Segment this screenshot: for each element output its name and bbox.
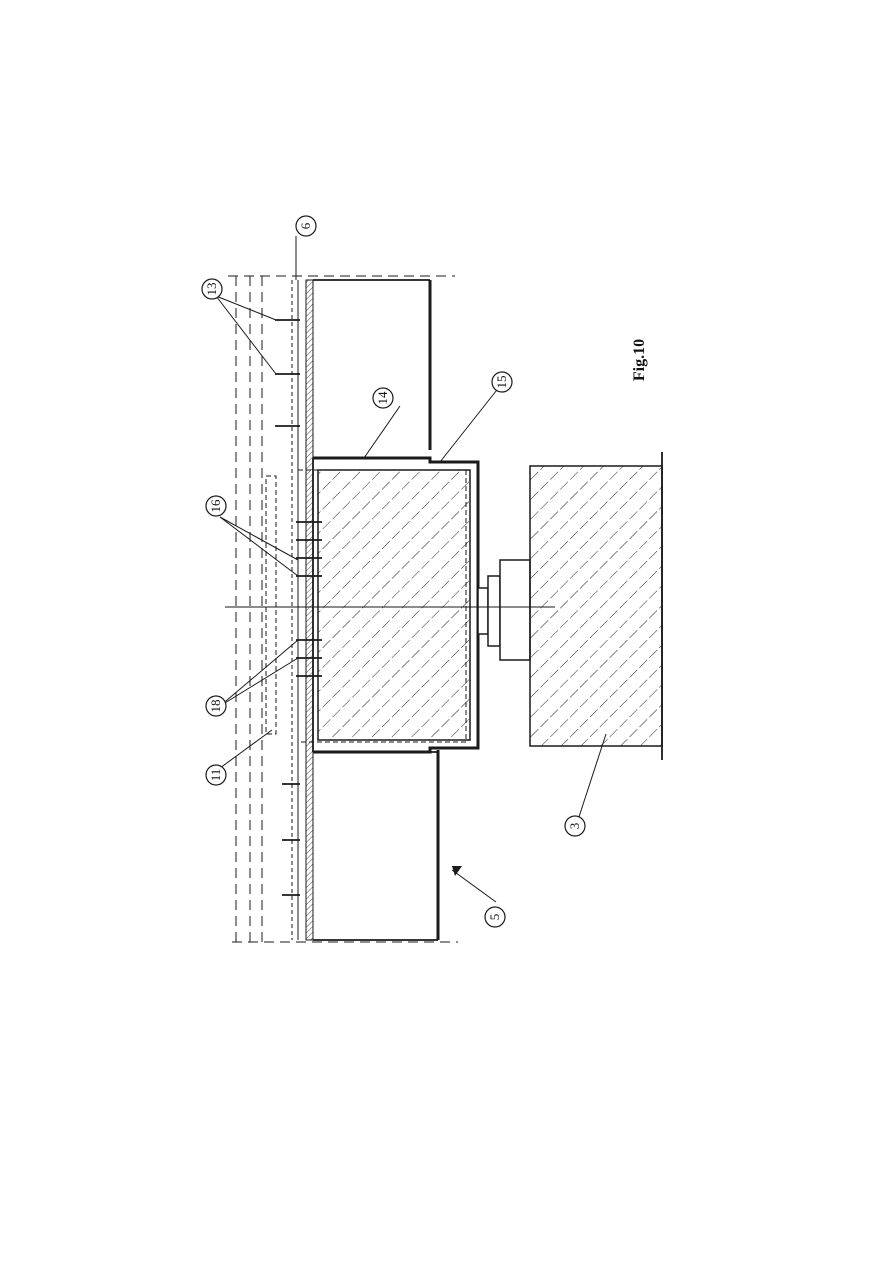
shear-studs-upper: [275, 319, 300, 896]
svg-text:13: 13: [204, 283, 219, 296]
label-5: 5: [484, 906, 506, 928]
svg-text:14: 14: [375, 391, 390, 405]
svg-text:18: 18: [208, 700, 223, 713]
bearing: [477, 559, 531, 661]
anchor-bolts: [296, 521, 322, 677]
svg-text:16: 16: [208, 499, 223, 513]
label-11: 11: [205, 764, 227, 786]
figure-caption: Fig.10: [631, 339, 648, 381]
arrow-5: [452, 866, 462, 876]
girder-lower: [313, 750, 440, 941]
svg-text:5: 5: [487, 914, 502, 921]
label-6: 6: [295, 215, 317, 237]
leader-lines: [215, 236, 607, 903]
svg-text:11: 11: [208, 769, 223, 782]
pier: [529, 452, 663, 760]
svg-text:3: 3: [567, 823, 582, 830]
label-16: 16: [205, 495, 227, 517]
extent-lines: [228, 275, 458, 943]
label-15: 15: [491, 371, 513, 393]
svg-text:6: 6: [298, 222, 313, 229]
svg-text:15: 15: [494, 376, 509, 389]
label-13: 13: [201, 278, 223, 300]
girder-upper: [313, 279, 432, 450]
label-14: 14: [372, 387, 394, 409]
concrete-core: [265, 469, 471, 743]
label-18: 18: [205, 695, 227, 717]
deck-slab: [291, 279, 314, 941]
label-3: 3: [564, 815, 586, 837]
